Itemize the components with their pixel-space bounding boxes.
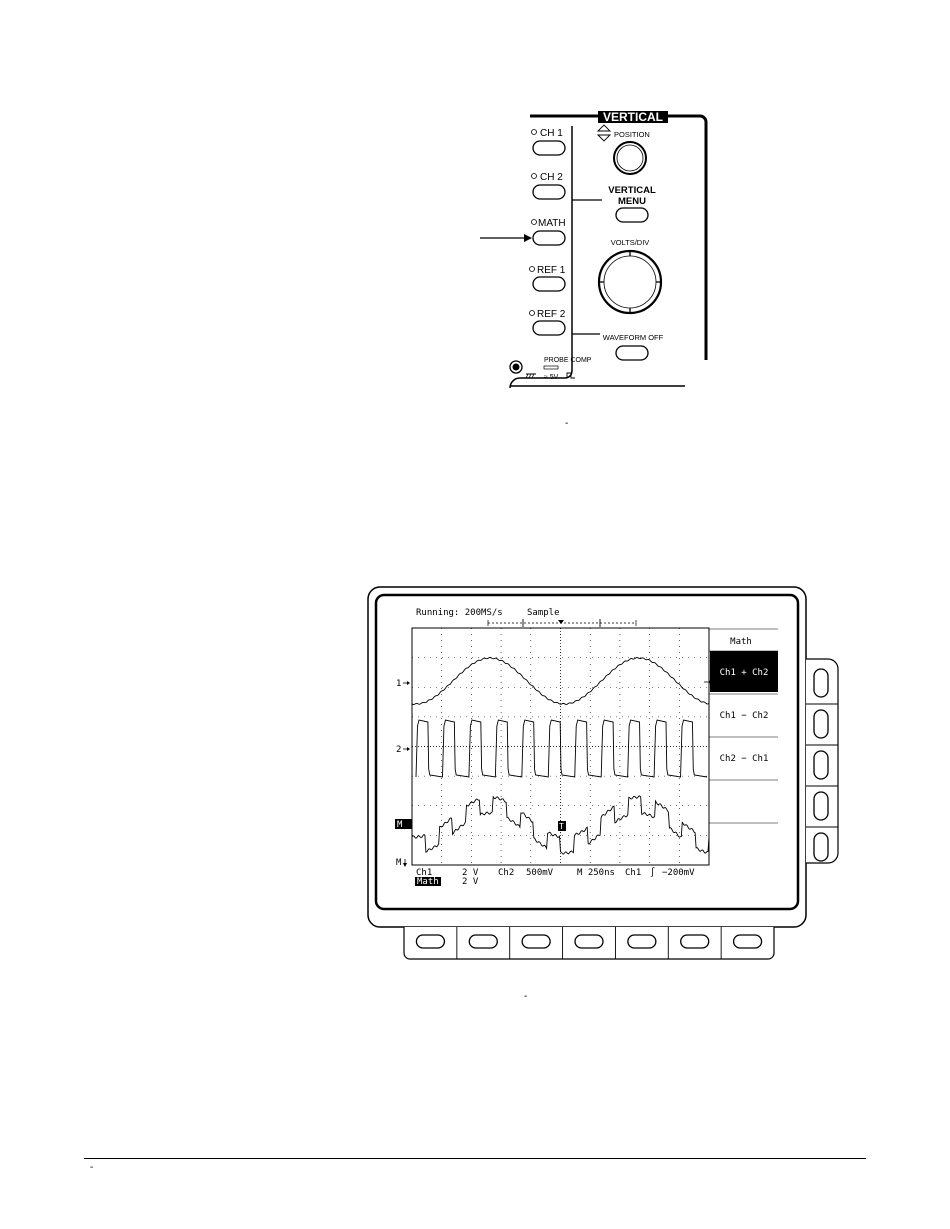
main-menu-bezel-button[interactable] — [628, 935, 656, 948]
figure-caption-mark-2: - — [524, 991, 527, 1002]
readout-row1-item: Ch1 — [625, 868, 641, 878]
volts-div-label: VOLTS/DIV — [611, 238, 650, 247]
readout-row1-item: Ch2 — [498, 868, 514, 878]
side-menu-bezel-button[interactable] — [814, 710, 828, 738]
ch2-label: CH 2 — [540, 172, 563, 183]
vertical-menu-label-2: MENU — [618, 196, 646, 207]
ref1-label: REF 1 — [537, 265, 566, 276]
probe-voltage: ≈ 5V — [544, 374, 559, 381]
position-knob[interactable] — [614, 142, 646, 174]
main-menu-bezel-button[interactable] — [681, 935, 709, 948]
side-menu-title: Math — [730, 637, 752, 647]
svg-text:T: T — [559, 822, 564, 831]
ch1-label: CH 1 — [540, 128, 563, 139]
footer-rule — [84, 1158, 866, 1159]
ch2-button-group: CH 2 — [532, 172, 566, 199]
position-label: POSITION — [614, 130, 650, 139]
readout-row1-item: M 250ns — [577, 868, 615, 878]
waveform-off-label: WAVEFORM OFF — [603, 333, 664, 342]
channel-buttons: CH 1 CH 2 MATH REF 1 REF 2 — [530, 128, 566, 335]
waveform-off-button[interactable] — [616, 346, 648, 360]
bottom-bezel-buttons — [404, 927, 774, 959]
ch1-button[interactable] — [533, 141, 565, 155]
main-menu-bezel-button[interactable] — [469, 935, 497, 948]
ref2-led-icon — [530, 311, 535, 316]
acquisition-mode: Sample — [527, 608, 560, 618]
position-down-icon — [598, 135, 610, 141]
ref1-button-group: REF 1 — [530, 265, 566, 291]
ch1-led-icon — [532, 130, 537, 135]
arrow-head-icon — [524, 234, 532, 242]
vertical-control-panel: VERTICAL CH 1 CH 2 MATH REF 1 REF 2 — [480, 108, 720, 398]
vertical-title: VERTICAL — [603, 110, 663, 124]
ref2-button-group: REF 2 — [530, 309, 566, 335]
side-menu-bezel-button[interactable] — [814, 792, 828, 820]
ref2-label: REF 2 — [537, 309, 566, 320]
side-menu-item-label: Ch2 − Ch1 — [720, 754, 769, 764]
side-menu-item-label: Ch1 + Ch2 — [720, 668, 769, 678]
main-menu-bezel-button[interactable] — [416, 935, 444, 948]
probe-contact-icon — [544, 366, 558, 369]
oscilloscope-display: Running: 200MS/s Sample 1 2 M M T Math C… — [366, 585, 846, 965]
readout-math-scale: 2 V — [462, 877, 479, 887]
position-up-icon — [598, 125, 610, 131]
main-menu-bezel-button[interactable] — [734, 935, 762, 948]
readout-row1-item: 500mV — [526, 868, 554, 878]
math-label: MATH — [538, 218, 566, 229]
footer-page-mark: - — [90, 1162, 93, 1173]
ch2-led-icon — [532, 174, 537, 179]
ch2-button[interactable] — [533, 185, 565, 199]
ref2-button[interactable] — [533, 321, 565, 335]
math-button[interactable] — [533, 231, 565, 245]
ch1-button-group: CH 1 — [532, 128, 566, 155]
ref1-button[interactable] — [533, 277, 565, 291]
volts-div-knob[interactable] — [599, 251, 661, 313]
ref1-led-icon — [530, 267, 535, 272]
ch1-ground-marker: 1 — [396, 679, 401, 689]
vertical-menu-button[interactable] — [616, 208, 648, 222]
side-menu-item[interactable]: Ch1 + Ch2 — [710, 651, 778, 692]
vertical-menu-label-1: VERTICAL — [608, 185, 656, 196]
figure-caption-mark-1: - — [565, 418, 568, 429]
math-offscreen-marker: M — [396, 858, 402, 868]
ch2-ground-marker: 2 — [396, 745, 401, 755]
readout-math-label: Math — [417, 877, 439, 887]
side-menu-bezel-button[interactable] — [814, 833, 828, 861]
main-menu-bezel-button[interactable] — [575, 935, 603, 948]
probe-comp-label: PROBE COMP — [544, 357, 592, 364]
math-ground-marker: M — [397, 820, 403, 830]
side-menu-bezel-button[interactable] — [814, 669, 828, 697]
side-menu-item-label: Ch1 − Ch2 — [720, 711, 769, 721]
acquisition-status: Running: 200MS/s — [416, 608, 503, 618]
readout-row1-item: −200mV — [662, 868, 695, 878]
main-menu-bezel-button[interactable] — [522, 935, 550, 948]
math-button-group: MATH — [532, 218, 566, 245]
readout-row1-item: ∫ — [650, 867, 655, 878]
math-led-icon — [532, 220, 537, 225]
right-bezel-buttons — [806, 659, 838, 863]
side-menu-bezel-button[interactable] — [814, 751, 828, 779]
